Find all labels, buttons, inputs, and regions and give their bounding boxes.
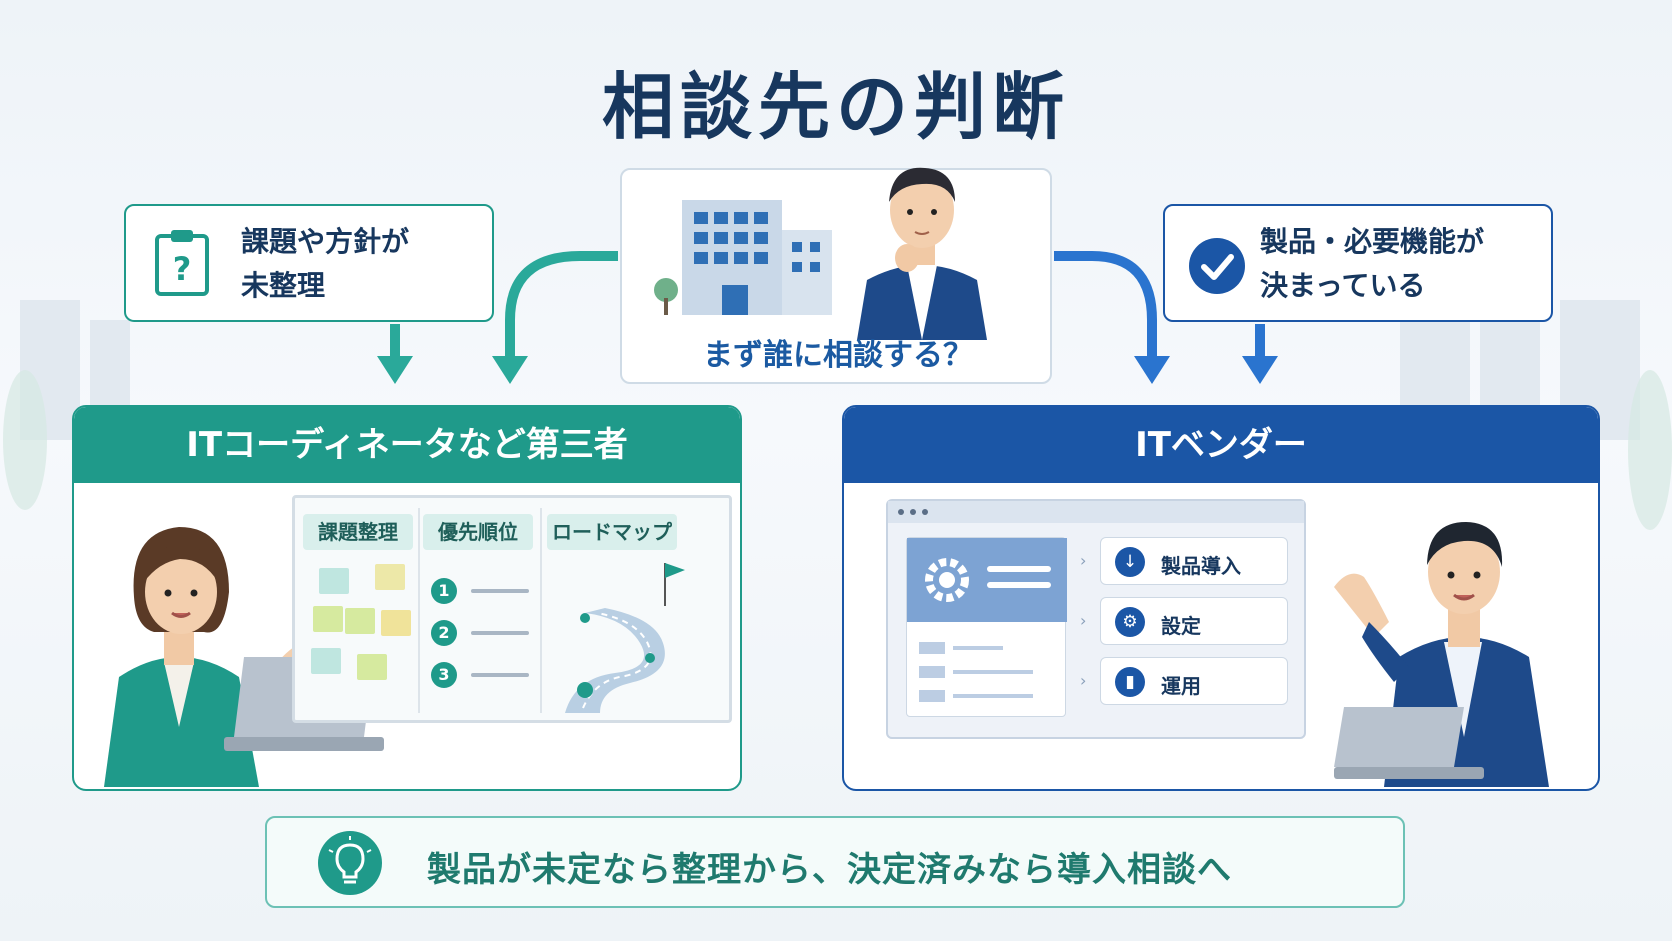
- gear-icon: ⚙: [1115, 607, 1145, 637]
- page-title: 相談先の判断: [601, 65, 1070, 149]
- step-configuration: ⚙ 設定: [1100, 597, 1288, 645]
- right-callout: 製品・必要機能が 決まっている: [1163, 204, 1553, 322]
- sticky-note: [313, 606, 343, 632]
- bar-chart-icon: ▮: [1115, 667, 1145, 697]
- clipboard-question-icon: ?: [155, 230, 209, 296]
- sticky-note: [319, 568, 349, 594]
- center-question-text: まず誰に相談する？: [703, 338, 973, 373]
- priority-line: [471, 631, 529, 635]
- download-icon: ↓: [1115, 547, 1145, 577]
- sticky-note: [311, 648, 341, 674]
- window-dot: [922, 509, 928, 515]
- right-panel-title: ITベンダー: [844, 407, 1598, 483]
- center-question-box: まず誰に相談する？: [620, 167, 1052, 384]
- chevron-right-icon: ›: [1080, 551, 1087, 570]
- chevron-right-icon: ›: [1080, 671, 1087, 690]
- right-panel: ITベンダー ↓ 製品導入 ⚙ 設定: [842, 405, 1600, 791]
- right-callout-line2: 決まっている: [1260, 269, 1426, 302]
- settings-card: [906, 537, 1067, 717]
- left-callout-line1: 課題や方針が: [241, 225, 410, 258]
- gear-icon: [925, 558, 969, 602]
- chevron-right-icon: ›: [1080, 611, 1087, 630]
- priority-line: [471, 673, 529, 677]
- column-tab-roadmap: ロードマップ: [547, 514, 677, 550]
- vendor-man-illustration: [1334, 522, 1549, 787]
- sticky-note: [357, 654, 387, 680]
- woman-consultant-illustration: [104, 527, 302, 787]
- sticky-note: [381, 610, 411, 636]
- column-tab-issue-sorting: 課題整理: [303, 514, 413, 550]
- svg-text:?: ?: [173, 250, 192, 288]
- roadmap-road-icon: [565, 563, 685, 713]
- planning-whiteboard: 課題整理 優先順位 ロードマップ 1 2 3: [292, 495, 732, 723]
- left-callout: ? 課題や方針が 未整理: [124, 204, 494, 322]
- left-panel: ITコーディネータなど第三者 課題整理 優先順位 ロードマップ 1 2: [72, 405, 742, 791]
- office-building-icon: [654, 200, 832, 315]
- bottom-summary-banner: 製品が未定なら整理から、決定済みなら導入相談へ: [265, 816, 1405, 908]
- window-dot: [910, 509, 916, 515]
- priority-line: [471, 589, 529, 593]
- bottom-summary-text: 製品が未定なら整理から、決定済みなら導入相談へ: [427, 850, 1232, 890]
- right-callout-line1: 製品・必要機能が: [1260, 225, 1485, 258]
- priority-number-2: 2: [431, 620, 457, 646]
- left-callout-line2: 未整理: [241, 269, 326, 302]
- sticky-note: [375, 564, 405, 590]
- left-panel-title: ITコーディネータなど第三者: [74, 407, 740, 483]
- window-dot: [898, 509, 904, 515]
- sticky-note: [345, 608, 375, 634]
- thinking-man-illustration: [857, 167, 987, 340]
- check-circle-icon: [1189, 238, 1245, 294]
- application-window-mock: ↓ 製品導入 ⚙ 設定 ▮ 運用 › › ›: [886, 499, 1306, 739]
- column-tab-priority: 優先順位: [423, 514, 533, 550]
- step-product-introduction: ↓ 製品導入: [1100, 537, 1288, 585]
- lightbulb-icon: [318, 831, 382, 895]
- priority-number-1: 1: [431, 578, 457, 604]
- step-operation: ▮ 運用: [1100, 657, 1288, 705]
- priority-number-3: 3: [431, 662, 457, 688]
